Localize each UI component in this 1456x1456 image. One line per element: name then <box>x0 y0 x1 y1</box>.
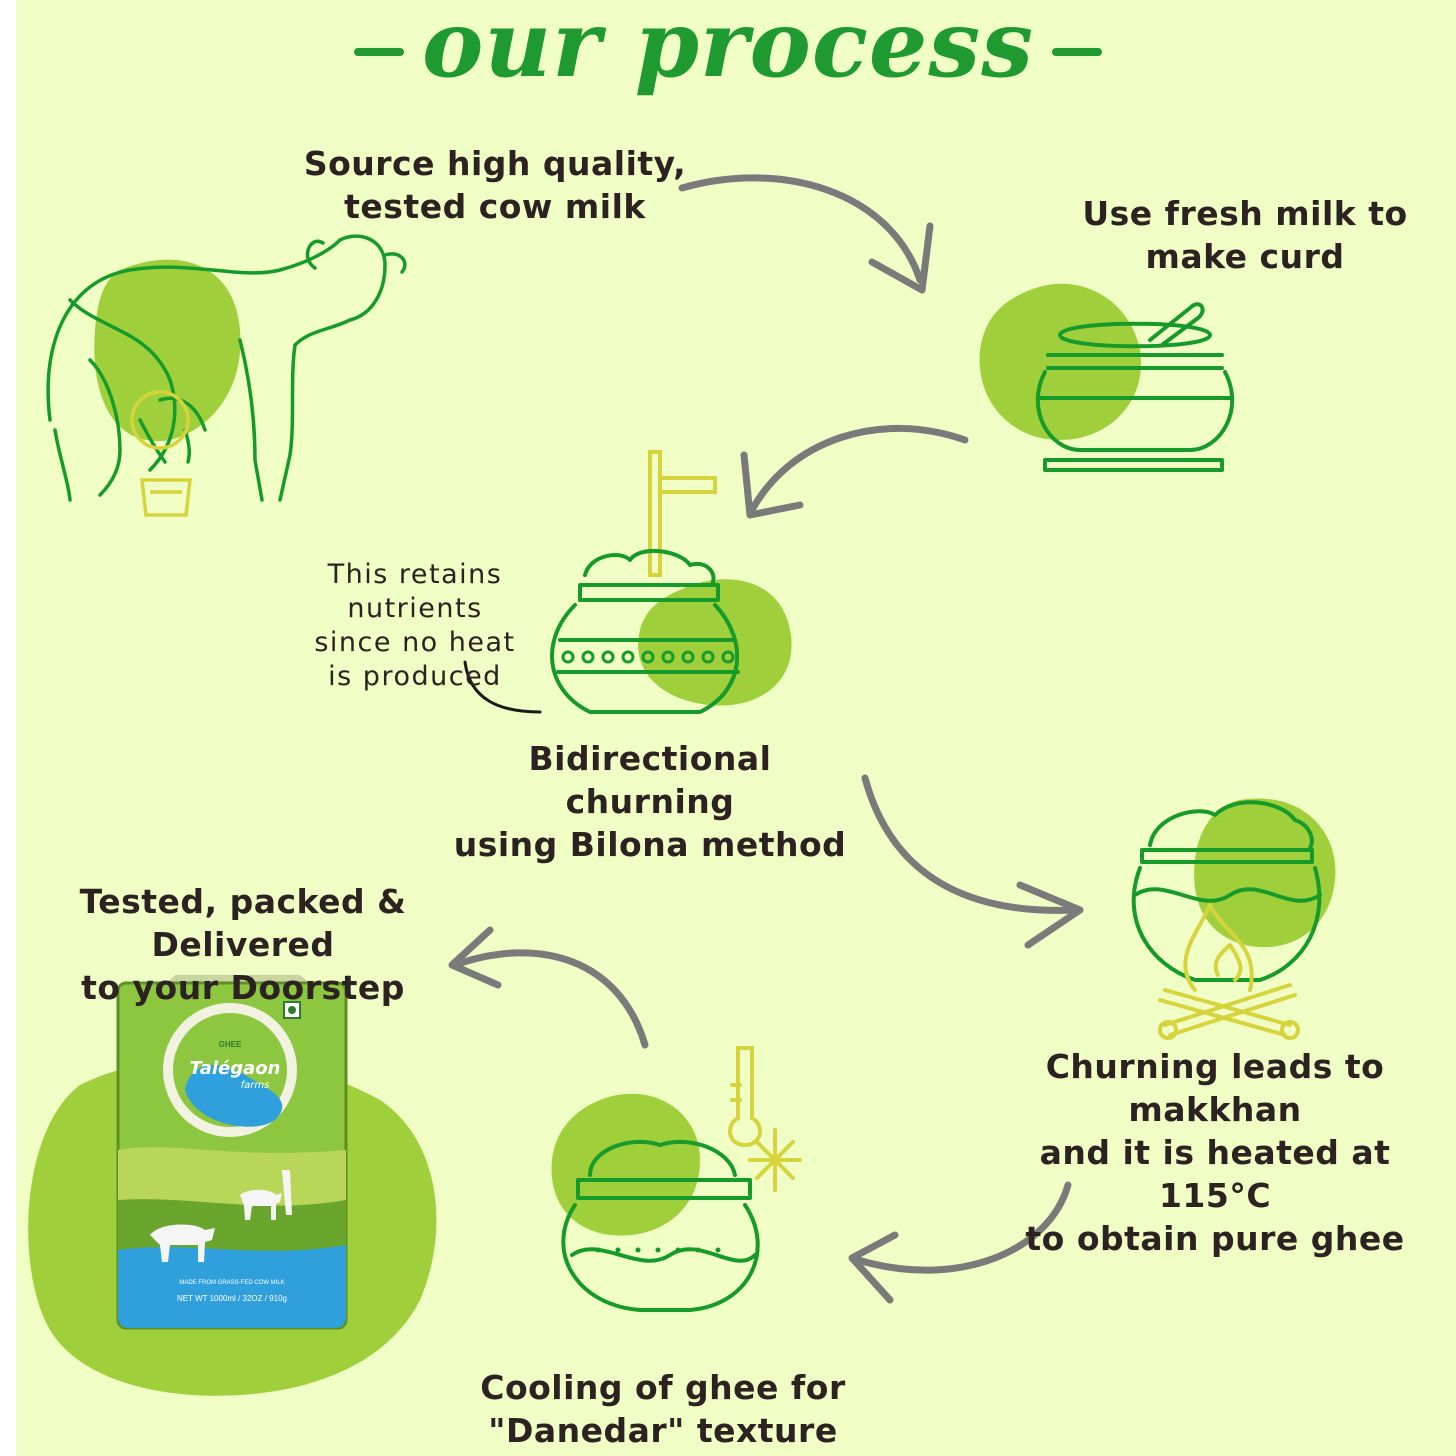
title-text: our process <box>421 0 1035 98</box>
title-dash-left <box>353 48 404 57</box>
cow-milking-icon <box>46 234 407 517</box>
page-title: our process <box>0 0 1456 98</box>
step-delivery-label: Tested, packed & Delivered to your Doors… <box>79 882 407 1007</box>
note-pointer-line <box>463 660 542 714</box>
curd-pot-icon <box>979 283 1235 472</box>
step-source-label: Source high quality, tested cow milk <box>303 144 687 226</box>
title-dash-right <box>1052 48 1103 57</box>
tin-brand-sub: farms <box>240 1080 270 1091</box>
step-churning-label: Bidirectional churning using Bilona meth… <box>453 739 847 864</box>
arrow-3-icon <box>861 774 1084 949</box>
tin-net-weight: NET WT 1000ml / 32OZ / 910g <box>177 1294 287 1303</box>
arrow-1-icon <box>678 174 934 294</box>
cooling-pot-thermometer-icon <box>551 1046 802 1312</box>
tin-badge: GHEE <box>218 1040 242 1049</box>
arrow-5-icon <box>448 926 649 1049</box>
tin-tagline: MADE FROM GRASS-FED COW MILK <box>179 1280 285 1286</box>
step-cooling-label: Cooling of ghee for "Danedar" texture <box>480 1368 846 1450</box>
step-curd-label: Use fresh milk to make curd <box>1082 194 1408 276</box>
arrow-4-icon <box>848 1181 1072 1304</box>
churning-note: This retains nutrients since no heat is … <box>314 559 516 692</box>
step-heating-label: Churning leads to makkhan and it is heat… <box>1025 1047 1405 1258</box>
tin-brand: Talégaon <box>189 1058 281 1079</box>
heating-pot-fire-icon <box>1131 798 1336 1040</box>
left-margin <box>0 0 16 1456</box>
bilona-churn-pot-icon <box>463 450 792 714</box>
arrow-2-icon <box>740 425 969 519</box>
ghee-tin-image <box>28 975 437 1396</box>
